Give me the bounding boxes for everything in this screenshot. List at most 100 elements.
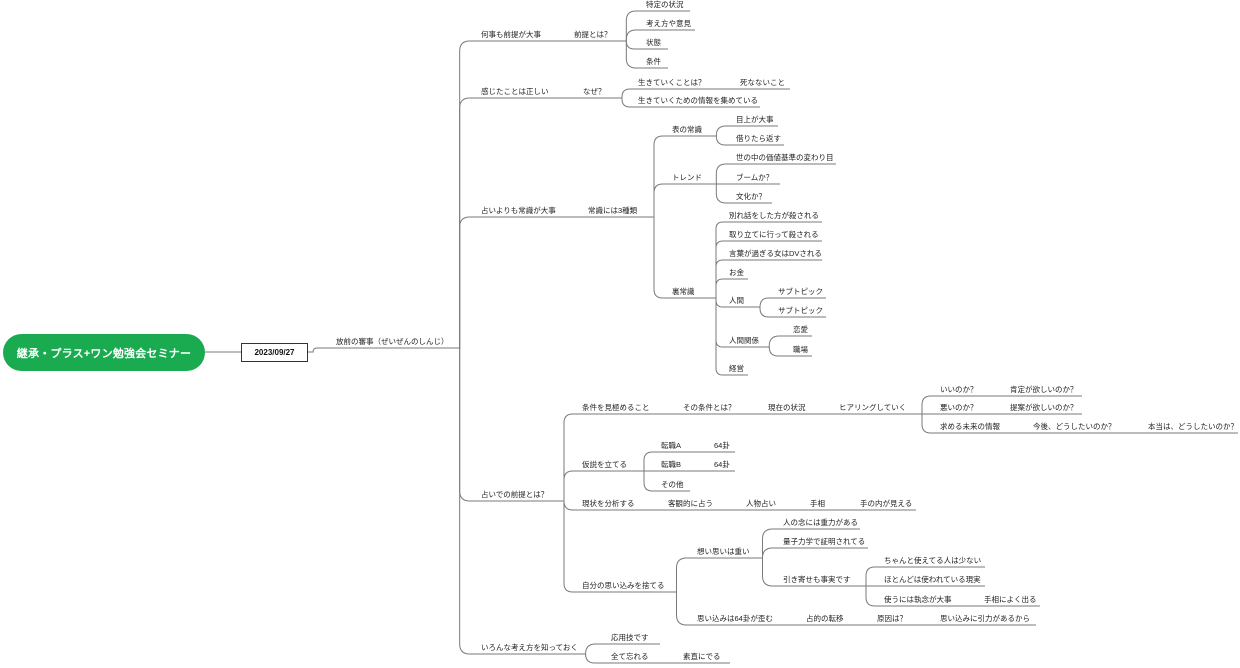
connector-b3_1_2_1: [712, 163, 836, 185]
node-b3-1-3-6-1[interactable]: 恋愛: [793, 325, 808, 334]
node-b3-1[interactable]: 常識には3種類: [588, 206, 638, 215]
node-b3-1-2-1[interactable]: 世の中の価値基準の変わり目: [736, 153, 834, 162]
node-b5-2[interactable]: 全て忘れる: [611, 652, 649, 661]
node-b3-1-3-6[interactable]: 人間関係: [729, 336, 759, 345]
node-b4-4-1-2[interactable]: 量子力学で証明されてる: [783, 537, 866, 546]
node-b4-4-1[interactable]: 想い思いは重い: [697, 547, 750, 556]
node-b4-1-1-1-1-2-1[interactable]: 提案が欲しいのか？: [1010, 403, 1078, 412]
node-b5[interactable]: いろんな考え方を知っておく: [481, 643, 578, 652]
node-b4-3-1-1-1[interactable]: 手相: [810, 499, 825, 508]
node-topic[interactable]: 放前の審事（ぜいぜんのしんじ）: [336, 337, 449, 346]
node-b2-1-1-1[interactable]: 死なないこと: [740, 78, 785, 87]
node-b3-1-1-1[interactable]: 目上が大事: [736, 115, 774, 124]
node-b4-4-2[interactable]: 思い込みは64卦が歪む: [697, 614, 773, 623]
node-b3-1-3[interactable]: 裏常識: [672, 287, 695, 296]
node-b2[interactable]: 感じたことは正しい: [481, 87, 549, 96]
node-b3-1-3-5[interactable]: 人間: [729, 296, 744, 305]
node-b4[interactable]: 占いでの前提とは？: [481, 490, 549, 499]
connector-b4_2: [559, 470, 640, 502]
connector-b4_4: [559, 500, 672, 593]
connector-b4_2_3: [640, 470, 690, 492]
node-b4-1-1-1-1[interactable]: ヒアリングしていく: [839, 403, 907, 412]
connector-b5: [455, 347, 580, 655]
connector-b4_1_1_1_1_3: [917, 413, 1012, 434]
node-b3-1-3-3[interactable]: 言葉が過ぎる女はDVされる: [729, 249, 822, 258]
node-b5-2-1[interactable]: 素直にでる: [683, 652, 721, 661]
node-b4-1-1-1-1-3-1[interactable]: 今後、どうしたいのか？: [1033, 422, 1116, 431]
date-node[interactable]: 2023/09/27: [241, 343, 308, 362]
node-b4-4-1-3[interactable]: 引き寄せも事実です: [783, 575, 851, 584]
node-b4-4-1-3-3-1[interactable]: 手相によく出る: [984, 595, 1037, 604]
connector-b5_2: [580, 653, 660, 664]
node-b4-3-1-1[interactable]: 人物占い: [746, 499, 776, 508]
connector-b3_1_2_3: [712, 183, 772, 204]
node-b5-1[interactable]: 応用技です: [611, 633, 649, 642]
node-b4-1[interactable]: 条件を見極めること: [582, 403, 650, 412]
node-b4-1-1-1[interactable]: 現在の状況: [768, 403, 806, 412]
connector-b1_1_3: [622, 40, 668, 50]
node-b1-1-3[interactable]: 状態: [646, 38, 661, 47]
node-b3-1-2-2[interactable]: ブームか？: [736, 173, 774, 182]
node-b4-1-1-1-1-1-1[interactable]: 肯定が欲しいのか？: [1010, 385, 1078, 394]
root-node[interactable]: 継承・プラス+ワン勉強会セミナー: [3, 334, 205, 371]
connector-b4_4_2: [672, 591, 786, 626]
connector-b4: [455, 347, 560, 502]
connector-b3_1_3_5_2: [755, 306, 826, 318]
connector-b1_1_4: [622, 40, 668, 69]
node-b3[interactable]: 占いよりも常識が大事: [481, 206, 556, 215]
node-b2-1-2[interactable]: 生きていくための情報を集めている: [638, 96, 758, 105]
node-b1[interactable]: 何事も前提が大事: [481, 30, 541, 39]
node-b3-1-3-5-1[interactable]: サブトピック: [778, 287, 823, 296]
node-b3-1-3-6-2[interactable]: 職場: [793, 345, 808, 354]
node-b4-1-1-1-1-2[interactable]: 悪いのか？: [940, 403, 978, 412]
node-b4-2[interactable]: 仮説を立てる: [582, 460, 627, 469]
node-b4-1-1[interactable]: その条件とは？: [683, 403, 736, 412]
node-b3-1-1[interactable]: 表の常識: [672, 125, 702, 134]
connector-b3_1_1_2: [712, 135, 784, 146]
node-b4-2-3[interactable]: その他: [661, 480, 684, 489]
connector-b3_1_3_7: [711, 297, 748, 376]
connector-b4_1: [559, 413, 672, 502]
node-b4-4-1-1[interactable]: 人の念には重力がある: [783, 518, 858, 527]
node-b1-1-4[interactable]: 条件: [646, 57, 661, 66]
node-b4-3-1-1-1-1[interactable]: 手の内が見える: [860, 499, 913, 508]
connector-topic: [307, 347, 455, 353]
node-b3-1-3-5-2[interactable]: サブトピック: [778, 306, 823, 315]
connector-b4_4_1_3_3: [861, 585, 962, 607]
node-b1-1-2[interactable]: 考え方や意見: [646, 19, 691, 28]
node-b4-2-2[interactable]: 転職B: [661, 460, 682, 469]
node-b3-1-2-3[interactable]: 文化か？: [736, 192, 766, 201]
node-b4-4-1-3-3[interactable]: 使うには執念が大事: [884, 595, 952, 604]
node-b4-4-2-1-1-1[interactable]: 思い込みに引力があるから: [940, 614, 1030, 623]
node-b4-2-1-1[interactable]: 64卦: [714, 441, 730, 450]
connector-b4_4_1: [672, 557, 758, 593]
connector-b2: [455, 97, 565, 349]
node-b3-1-3-2[interactable]: 取り立てに行って殺される: [729, 230, 819, 239]
connector-b3_1_3_6_2: [763, 346, 812, 357]
node-b4-4-2-1[interactable]: 占的の転移: [806, 614, 844, 623]
node-b1-1[interactable]: 前提とは？: [574, 30, 612, 39]
node-b4-1-1-1-1-1[interactable]: いいのか？: [940, 385, 978, 394]
node-b4-4-1-3-1[interactable]: ちゃんと使えてる人は少ない: [884, 556, 982, 565]
node-b4-2-2-1[interactable]: 64卦: [714, 460, 730, 469]
connector-b4_4_1_2: [758, 547, 868, 559]
node-b4-4[interactable]: 自分の思い込みを捨てる: [582, 581, 665, 590]
node-b4-1-1-1-1-3[interactable]: 求める未来の情報: [940, 422, 1000, 431]
connector-b3: [455, 216, 568, 349]
node-b4-4-2-1-1[interactable]: 原因は？: [877, 614, 907, 623]
node-b3-1-2[interactable]: トレンド: [672, 173, 702, 182]
connector-b2_1_2: [618, 97, 760, 108]
node-b4-4-1-3-2[interactable]: ほとんどは使われている現実: [884, 575, 981, 584]
node-b3-1-3-1[interactable]: 別れ話をした方が殺される: [729, 211, 819, 220]
node-b2-1[interactable]: なぜ？: [583, 87, 606, 96]
connector-b4_4_1_3: [758, 557, 862, 587]
node-b4-3-1[interactable]: 客観的に占う: [668, 499, 713, 508]
node-b4-1-1-1-1-3-1-1[interactable]: 本当は、どうしたいのか？: [1148, 422, 1238, 431]
node-b4-3[interactable]: 現状を分析する: [582, 499, 635, 508]
node-b3-1-3-7[interactable]: 経営: [729, 364, 744, 373]
node-b1-1-1[interactable]: 特定の状況: [646, 0, 684, 9]
node-b3-1-3-4[interactable]: お金: [729, 268, 744, 277]
node-b4-2-1[interactable]: 転職A: [661, 441, 682, 450]
node-b2-1-1[interactable]: 生きていくことは？: [638, 78, 706, 87]
node-b3-1-1-2[interactable]: 借りたら返す: [736, 134, 781, 143]
